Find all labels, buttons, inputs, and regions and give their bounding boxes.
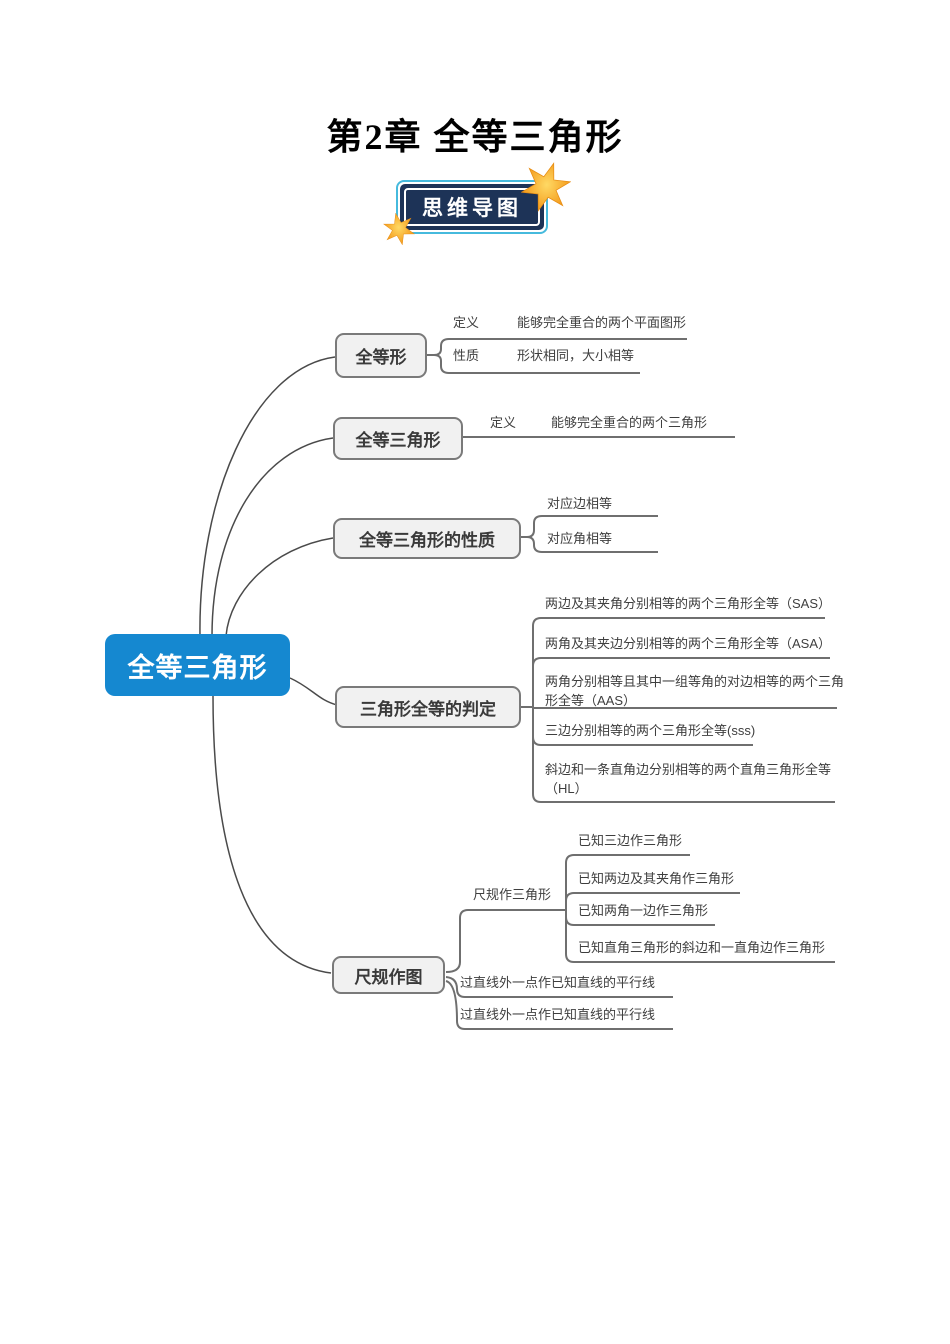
text-construct-given-three-sides: 已知三边作三角形 [578,833,683,848]
text-construct-parallel-line: 过直线外一点作已知直线的平行线 [460,1007,656,1022]
star-icon [383,213,415,245]
text-corresponding-sides-equal: 对应边相等 [547,496,613,511]
text-definition-value: 能够完全重合的两个平面图形 [517,315,687,330]
mindmap-badge-label: 思维导图 [422,197,522,220]
text-sas-criterion: 两边及其夹角分别相等的两个三角形全等（SAS） [545,596,832,611]
text-construct-given-two-angles-one-side: 已知两角一边作三角形 [578,903,709,918]
node-properties-of-congruent-triangles: 全等三角形的性质 [333,518,521,559]
text-construct-parallel-line: 过直线外一点作已知直线的平行线 [460,975,656,990]
label-property: 性质 [453,348,480,363]
node-congruent-shapes: 全等形 [335,333,427,378]
text-construct-right-triangle-hypotenuse-leg: 已知直角三角形的斜边和一直角边作三角形 [578,940,826,955]
node-ruler-compass-construction: 尺规作图 [332,956,445,994]
mindmap-badge-frame: 思维导图 [400,184,544,230]
node-congruent-triangles: 全等三角形 [333,417,463,460]
text-definition-value: 能够完全重合的两个三角形 [551,415,708,430]
text-property-value: 形状相同，大小相等 [517,348,635,363]
text-hl-criterion: 斜边和一条直角边分别相等的两个直角三角形全等（HL） [545,762,832,796]
text-asa-criterion: 两角及其夹边分别相等的两个三角形全等（ASA） [545,636,832,651]
page-title: 第2章 全等三角形 [326,117,624,157]
mindmap-badge: 思维导图 [396,180,548,234]
star-icon [521,162,571,212]
text-corresponding-angles-equal: 对应角相等 [547,531,613,546]
text-construct-given-two-sides-included-angle: 已知两边及其夹角作三角形 [578,871,735,886]
label-definition: 定义 [453,315,480,330]
text-sss-criterion: 三边分别相等的两个三角形全等(sss) [545,723,756,738]
label-construct-triangle: 尺规作三角形 [473,887,552,902]
node-congruence-criteria: 三角形全等的判定 [335,686,521,728]
text-aas-criterion: 两角分别相等且其中一组等角的对边相等的两个三角形全等（AAS） [545,674,845,708]
root-node-congruent-triangles: 全等三角形 [105,634,290,696]
label-definition: 定义 [490,415,517,430]
